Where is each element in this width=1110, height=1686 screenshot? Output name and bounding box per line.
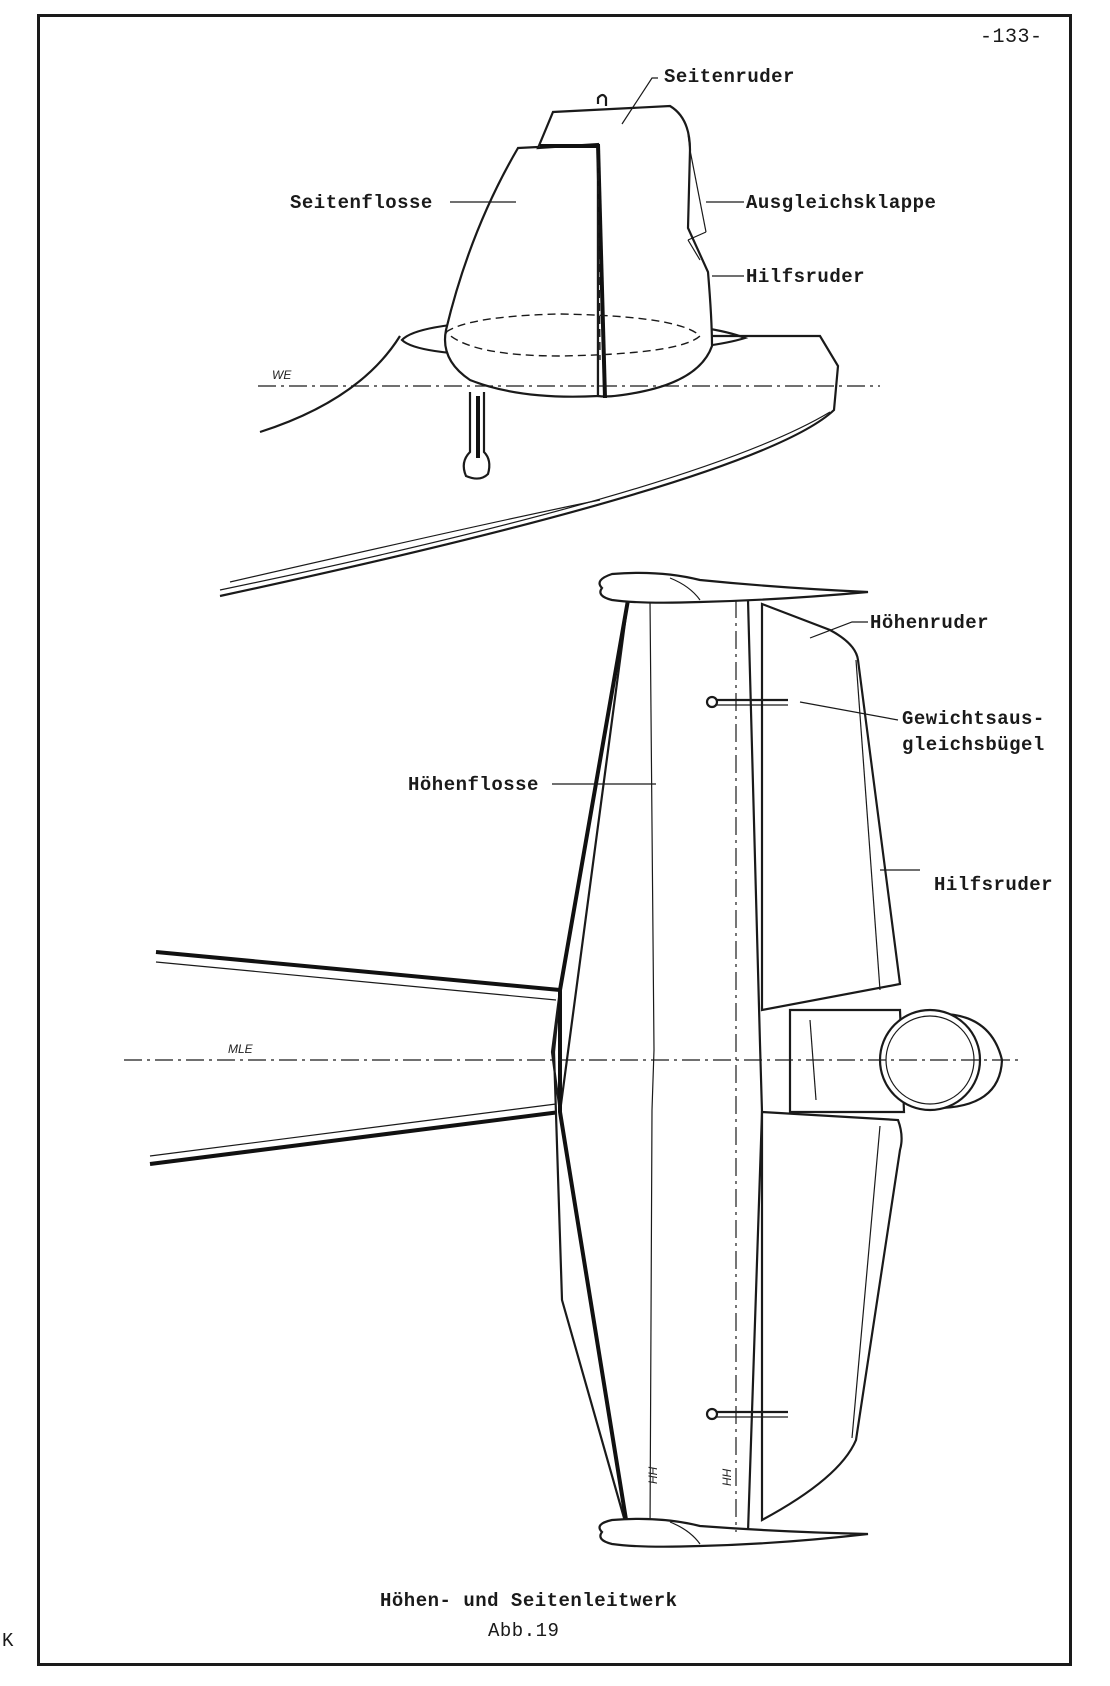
- leader-seitenruder: [621, 77, 658, 125]
- fuselage-lower-boom: [149, 1110, 561, 1166]
- rudder-hinge-line: [596, 143, 607, 399]
- caption-figure: Abb.19: [488, 1620, 560, 1642]
- top-tip-plate: [598, 571, 869, 604]
- label-hh-1: HH: [645, 1466, 660, 1484]
- aux-tab-upper: [855, 659, 881, 991]
- fin-root-section: [445, 313, 702, 357]
- horizontal-tail-group: [124, 571, 1018, 1548]
- mass-balance-pivot-upper: [705, 695, 719, 709]
- aux-rudder-edge: [687, 239, 701, 261]
- bottom-tip-plate: [598, 1517, 869, 1548]
- fuselage-upper-boom: [155, 950, 561, 992]
- tail-skid: [462, 392, 491, 480]
- fuselage-left-curve: [259, 335, 401, 434]
- label-seitenruder: Seitenruder: [664, 66, 795, 88]
- margin-mark: K: [2, 1630, 14, 1652]
- stabilizer-inner-line: [649, 599, 655, 1533]
- label-seitenflosse: Seitenflosse: [290, 192, 433, 214]
- fuselage-inner-line: [219, 411, 831, 591]
- trim-tab-edge: [689, 149, 707, 233]
- label-we: WE: [272, 368, 292, 382]
- leader-gewichtsausgleich: [799, 701, 899, 721]
- stabilizer-outline: [550, 598, 764, 1534]
- elevator-lower: [760, 1110, 903, 1522]
- page-frame: [37, 14, 1072, 1666]
- caption-title: Höhen- und Seitenleitwerk: [380, 1590, 678, 1612]
- fuselage-lower-boom-inner: [149, 1103, 557, 1157]
- elevator-upper: [760, 602, 902, 1012]
- label-hoehenruder: Höhenruder: [870, 612, 990, 634]
- trim-tab-bottom: [687, 231, 707, 241]
- center-nacelle: [788, 1008, 906, 1114]
- label-hilfsruder-top: Hilfsruder: [746, 266, 866, 288]
- label-hoehenflosse: Höhenflosse: [408, 774, 539, 796]
- fuselage-shade-line: [229, 499, 601, 583]
- label-gewichts-1: Gewichtsaus-: [902, 708, 1045, 730]
- top-tip-plate-inner: [669, 577, 701, 601]
- mass-balance-pivot-lower: [705, 1407, 719, 1421]
- label-ausgleichsklappe: Ausgleichsklappe: [746, 192, 937, 214]
- vertical-tail-group: [219, 77, 880, 598]
- leader-hoehenruder: [809, 621, 868, 639]
- fuselage-tail-outline: [219, 334, 840, 598]
- bottom-tip-plate-inner: [669, 1521, 701, 1545]
- aux-tab-lower: [851, 1125, 881, 1439]
- rudder-nub: [596, 93, 608, 106]
- label-mle: MLE: [228, 1042, 253, 1056]
- label-hilfsruder-bottom: Hilfsruder: [934, 874, 1054, 896]
- page-number: -133-: [980, 26, 1043, 49]
- fuselage-upper-boom-inner: [155, 961, 557, 1001]
- stabilizer-leading-edge: [558, 599, 630, 1533]
- fin-outline: [443, 142, 600, 398]
- label-hh-2: HH: [719, 1468, 734, 1486]
- label-gewichts-2: gleichsbügel: [902, 734, 1045, 756]
- trim-tab-top: [687, 133, 691, 151]
- rudder-outline: [536, 104, 714, 398]
- fin-spar-dash: [597, 159, 601, 361]
